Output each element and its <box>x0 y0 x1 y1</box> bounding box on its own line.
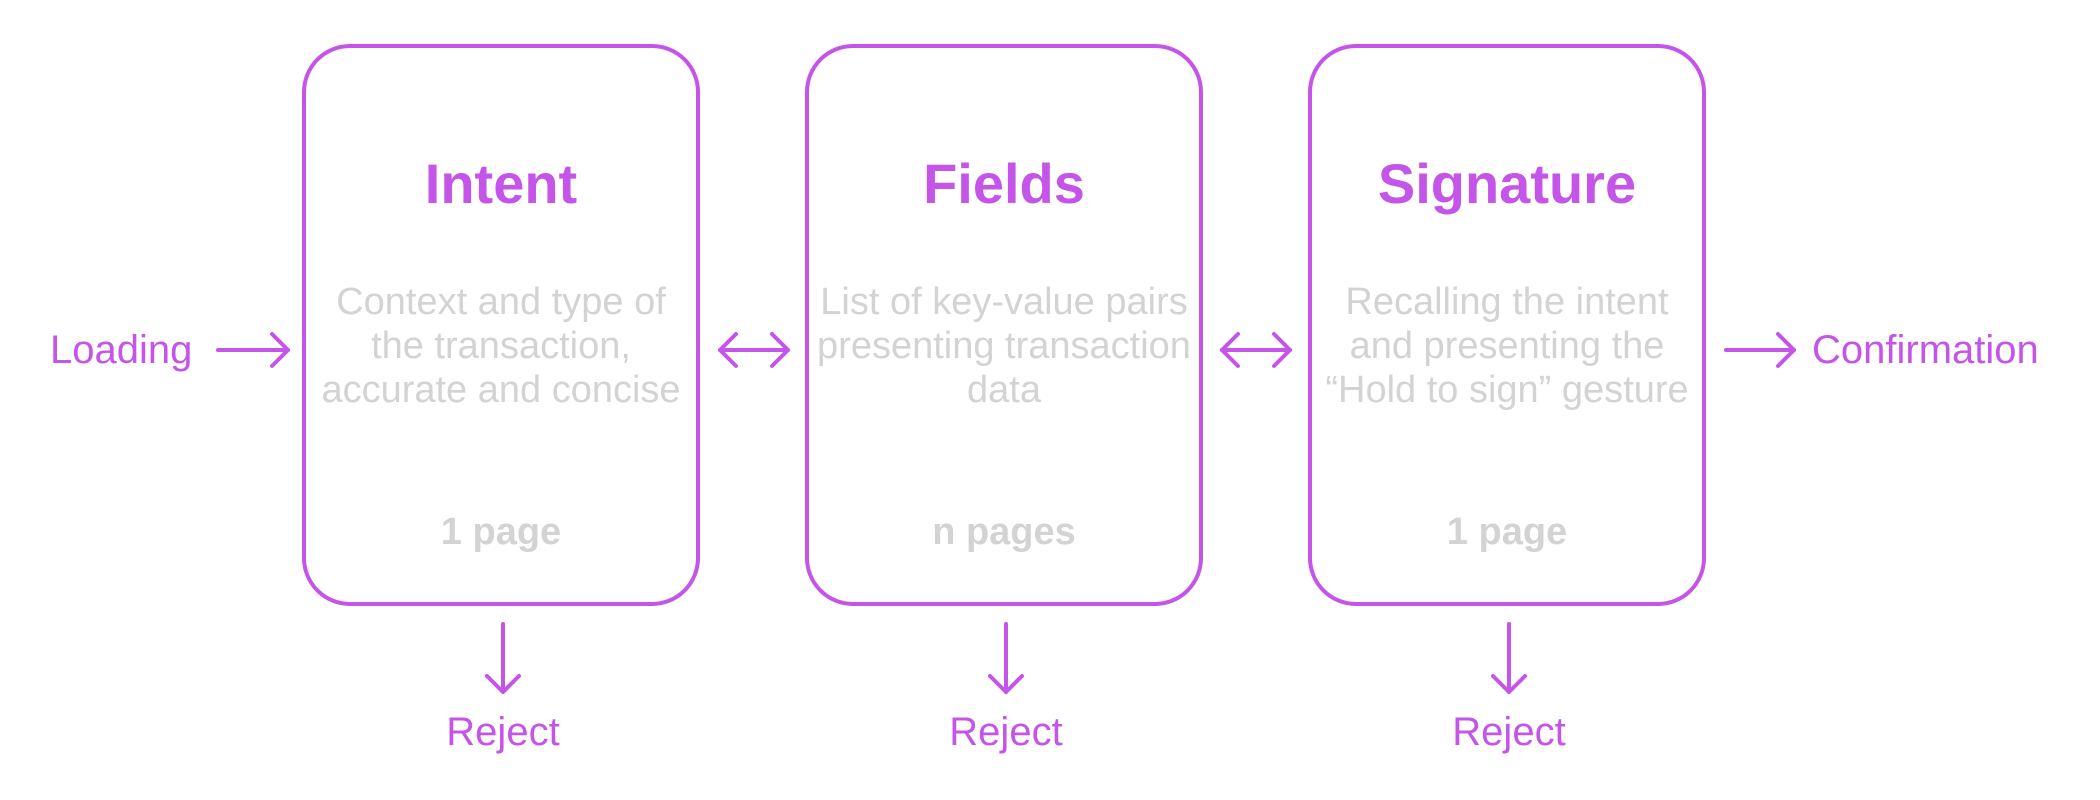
step-title: Intent <box>424 152 578 215</box>
step-description: Recalling the intent and presenting the … <box>1325 281 1689 411</box>
reject-label-intent: Reject <box>446 710 560 754</box>
step-page-count: n pages <box>932 511 1076 553</box>
reject-label-signature: Reject <box>1452 710 1566 754</box>
step-box-fields: Fields List of key-value pairs presentin… <box>805 44 1203 606</box>
step-description-container: Recalling the intent and presenting the … <box>1312 256 1702 436</box>
step-box-intent: Intent Context and type of the transacti… <box>302 44 700 606</box>
arrow-signature-to-reject <box>1491 622 1527 694</box>
arrow-fields-signature-bidirectional <box>1220 332 1292 368</box>
reject-label-fields: Reject <box>949 710 1063 754</box>
step-description-container: List of key-value pairs presenting trans… <box>809 256 1199 436</box>
arrow-intent-to-reject <box>485 622 521 694</box>
loading-label: Loading <box>50 328 193 372</box>
confirmation-label: Confirmation <box>1812 328 2039 372</box>
step-page-count: 1 page <box>440 511 562 553</box>
step-title: Fields <box>923 152 1085 215</box>
step-description: Context and type of the transaction, acc… <box>321 281 681 411</box>
arrow-loading-to-intent <box>216 332 290 368</box>
arrow-intent-fields-bidirectional <box>718 332 790 368</box>
step-box-signature: Signature Recalling the intent and prese… <box>1308 44 1706 606</box>
step-page-count: 1 page <box>1446 511 1568 553</box>
arrow-signature-to-confirmation <box>1724 332 1796 368</box>
step-title: Signature <box>1377 152 1637 215</box>
arrow-fields-to-reject <box>988 622 1024 694</box>
step-description-container: Context and type of the transaction, acc… <box>306 256 696 436</box>
step-description: List of key-value pairs presenting trans… <box>817 281 1191 411</box>
